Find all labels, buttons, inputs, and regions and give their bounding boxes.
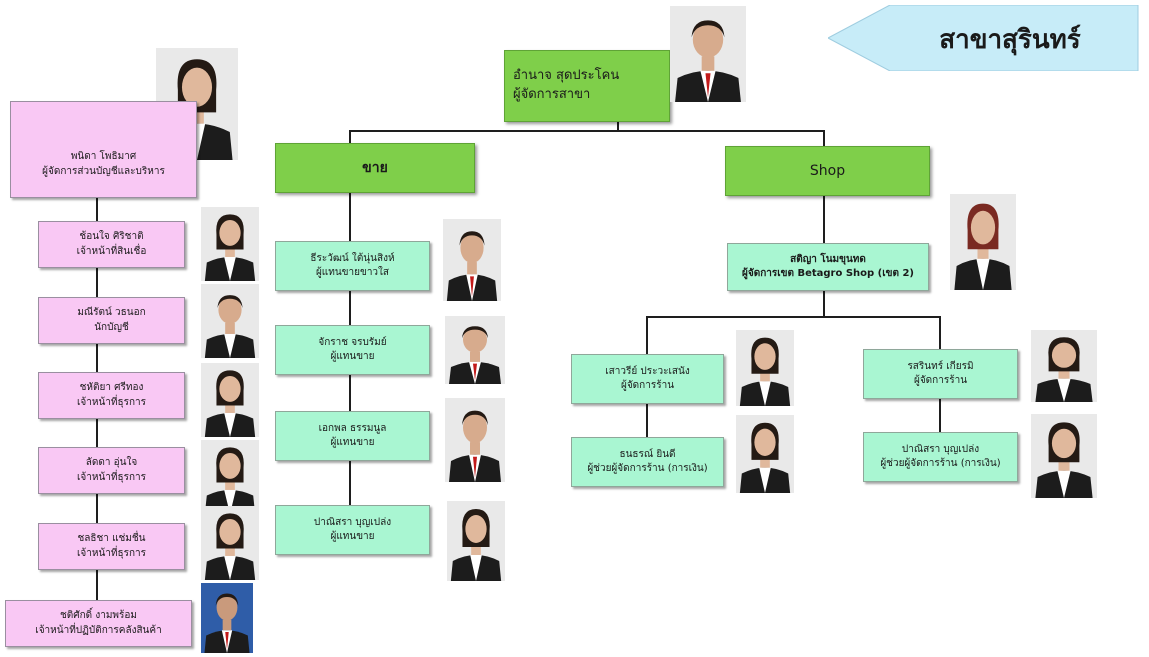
admin-staff-title: นักบัญชี [94, 321, 129, 333]
admin-staff-photo [201, 583, 253, 653]
shop-department-label: Shop [809, 162, 846, 179]
store-staff-photo [1031, 330, 1097, 402]
store-staff-name: ธนธรณ์ ยินดี [619, 448, 676, 460]
sales-rep-title: ผู้แทนขาย [330, 437, 375, 448]
store-staff-photo [736, 415, 794, 493]
store-staff-name: เสาวรีย์ ประวะเสนัง [605, 365, 690, 377]
admin-staff-photo [201, 506, 259, 580]
admin-staff-box: ชลธิชา แช่มชื่น เจ้าหน้าที่ธุรการ [38, 523, 185, 570]
sales-department-label: ขาย [362, 159, 388, 176]
connector-line [617, 120, 619, 131]
admin-staff-title: เจ้าหน้าที่ธุรการ [76, 471, 147, 483]
sales-rep-name: เอกพล ธรรมนูล [318, 422, 387, 434]
admin-staff-title: เจ้าหน้าที่ธุรการ [76, 547, 147, 559]
sales-rep-photo [447, 501, 505, 581]
admin-staff-name: ชติศักดิ์ งามพร้อม [59, 610, 137, 621]
branch-banner-shape [828, 5, 1139, 71]
sales-department-box: ขาย [275, 143, 475, 193]
admin-staff-name: มณีรัตน์ วธนอก [77, 307, 146, 318]
branch-title: สาขาสุรินทร์ [939, 24, 1081, 55]
manager-box: อำนาจ สุดประโคน ผู้จัดการสาขา [504, 50, 670, 122]
store-staff-box: เสาวรีย์ ประวะเสนัง ผู้จัดการร้าน [571, 354, 724, 404]
sales-rep-box: ปาณิสรา บุญเปล่ง ผู้แทนขาย [275, 505, 430, 555]
store-staff-name: รสรินทร์ เกียรมิ [907, 360, 974, 372]
admin-staff-box: ชติศักดิ์ งามพร้อม เจ้าหน้าที่ปฏิบัติการ… [5, 600, 192, 647]
connector-line [823, 290, 825, 317]
store-staff-title: ผู้จัดการร้าน [620, 380, 675, 391]
admin-staff-name: ลัดดา อุ่นใจ [85, 457, 138, 468]
zone-manager-name: สติญา โนมขุนทด [790, 253, 866, 265]
admin-staff-box: ช้อนใจ ศิริชาติ เจ้าหน้าที่สินเชื่อ [38, 221, 185, 268]
sales-rep-photo [445, 316, 505, 384]
connector-line [823, 195, 825, 245]
store-staff-box: รสรินทร์ เกียรมิ ผู้จัดการร้าน [863, 349, 1018, 399]
sales-rep-box: ธีระวัฒน์ ใต้นุ่นสิงห์ ผู้แทนขายขาวใส [275, 241, 430, 291]
sales-rep-name: ปาณิสรา บุญเปล่ง [313, 516, 392, 528]
admin-staff-box: ลัดดา อุ่นใจ เจ้าหน้าที่ธุรการ [38, 447, 185, 494]
connector-line [349, 130, 824, 132]
admin-staff-box: มณีรัตน์ วธนอก นักบัญชี [38, 297, 185, 344]
store-staff-box: ปาณิสรา บุญเปล่ง ผู้ช่วยผู้จัดการร้าน (ก… [863, 432, 1018, 482]
store-staff-photo [736, 330, 794, 406]
manager-name: อำนาจ สุดประโคน [513, 68, 620, 84]
connector-line [349, 130, 351, 144]
admin-staff-photo [201, 363, 259, 437]
sales-rep-photo [445, 398, 505, 482]
sales-rep-title: ผู้แทนขาย [330, 531, 375, 542]
sales-rep-photo [443, 219, 501, 301]
store-staff-photo [1031, 414, 1097, 498]
sales-rep-box: จักราช จรบรัมย์ ผู้แทนขาย [275, 325, 430, 375]
admin-head-title: ผู้จัดการส่วนบัญชีและบริหาร [42, 165, 165, 177]
zone-manager-title: ผู้จัดการเขต Betagro Shop (เขต 2) [741, 268, 915, 279]
admin-staff-title: เจ้าหน้าที่สินเชื่อ [76, 245, 147, 257]
admin-staff-name: ชหัติยา ศรีทอง [79, 382, 144, 393]
admin-staff-title: เจ้าหน้าที่ปฏิบัติการคลังสินค้า [35, 624, 162, 636]
store-staff-title: ผู้ช่วยผู้จัดการร้าน (การเงิน) [880, 458, 1001, 469]
admin-staff-title: เจ้าหน้าที่ธุรการ [76, 396, 147, 408]
admin-staff-photo [201, 440, 259, 514]
store-staff-title: ผู้จัดการร้าน [913, 375, 968, 386]
sales-rep-title: ผู้แทนขาย [330, 351, 375, 362]
connector-line [823, 130, 825, 146]
store-staff-title: ผู้ช่วยผู้จัดการร้าน (การเงิน) [587, 463, 708, 474]
store-staff-name: ปาณิสรา บุญเปล่ง [901, 443, 980, 455]
admin-head-name: พนิดา โพธิมาศ [70, 151, 137, 162]
manager-photo [670, 6, 746, 102]
store-staff-box: ธนธรณ์ ยินดี ผู้ช่วยผู้จัดการร้าน (การเง… [571, 437, 724, 487]
sales-rep-title: ผู้แทนขายขาวใส [315, 267, 390, 278]
admin-staff-photo [201, 207, 259, 281]
sales-rep-name: ธีระวัฒน์ ใต้นุ่นสิงห์ [310, 252, 395, 264]
sales-rep-box: เอกพล ธรรมนูล ผู้แทนขาย [275, 411, 430, 461]
admin-staff-name: ชลธิชา แช่มชื่น [77, 533, 146, 544]
admin-staff-box: ชหัติยา ศรีทอง เจ้าหน้าที่ธุรการ [38, 372, 185, 419]
shop-department-box: Shop [725, 146, 930, 196]
admin-head-box: พนิดา โพธิมาศ ผู้จัดการส่วนบัญชีและบริหา… [10, 101, 197, 198]
admin-staff-photo [201, 284, 259, 358]
manager-title: ผู้จัดการสาขา [513, 87, 591, 102]
connector-line [646, 316, 941, 318]
sales-rep-name: จักราช จรบรัมย์ [318, 336, 387, 348]
zone-manager-photo [950, 194, 1016, 290]
admin-staff-name: ช้อนใจ ศิริชาติ [79, 231, 144, 242]
zone-manager-box: สติญา โนมขุนทด ผู้จัดการเขต Betagro Shop… [727, 243, 929, 291]
